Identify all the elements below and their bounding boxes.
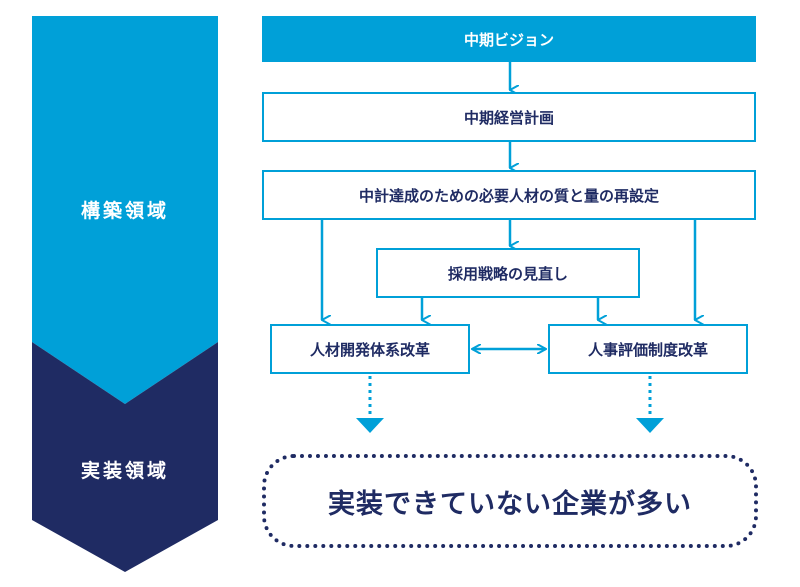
implement-domain-band — [32, 342, 218, 572]
build-domain-band — [32, 16, 218, 404]
talent-development-box: 人材開発体系改革 — [270, 324, 470, 374]
triangle-develop-down — [356, 418, 384, 433]
triangle-evaluate-down — [636, 418, 664, 433]
evaluation-reform-box: 人事評価制度改革 — [548, 324, 748, 374]
mid-term-plan-box: 中期経営計画 — [262, 92, 756, 142]
implement-domain-label: 実装領域 — [80, 460, 169, 482]
build-domain-label: 構築領域 — [80, 200, 169, 222]
domain-arrow — [32, 16, 218, 572]
talent-reset-box: 中計達成のための必要人材の質と量の再設定 — [262, 170, 756, 220]
result-callout: 実装できていない企業が多い — [262, 454, 758, 548]
recruitment-review-box: 採用戦略の見直し — [376, 248, 640, 298]
mid-term-vision-box: 中期ビジョン — [262, 16, 756, 62]
